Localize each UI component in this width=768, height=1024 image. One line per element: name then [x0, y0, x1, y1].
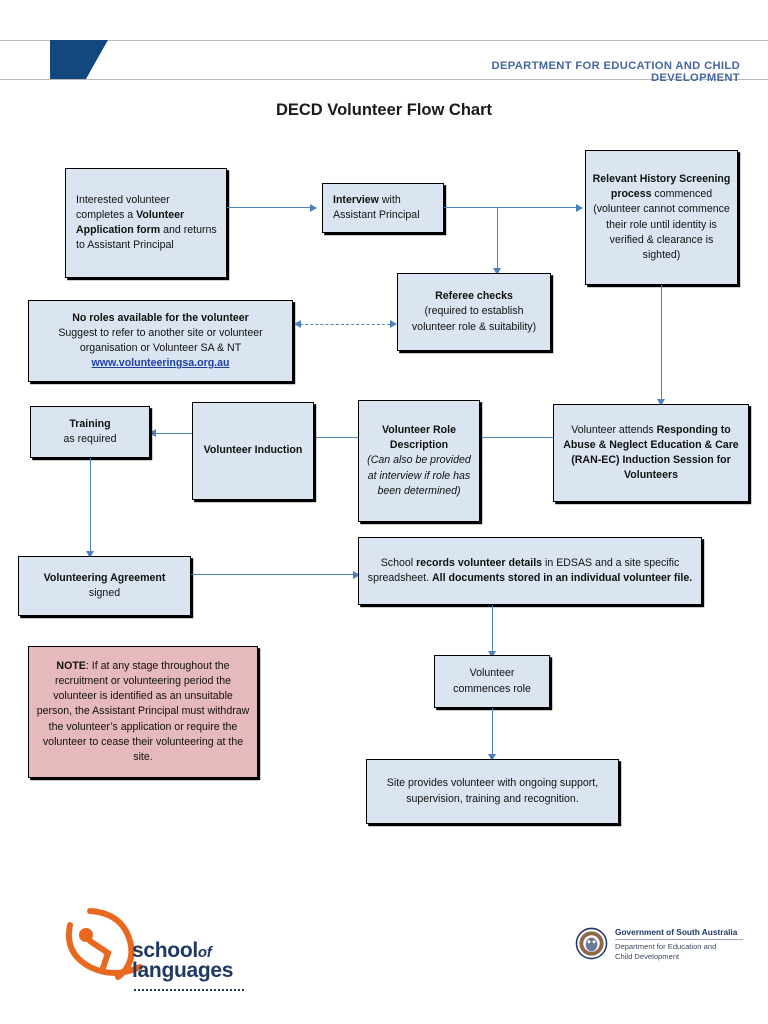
connector-role-to-induction — [314, 437, 358, 439]
connector-training-to-agreement — [90, 458, 92, 554]
sa-crest-icon — [575, 927, 608, 960]
induction-text: Volunteer Induction — [203, 444, 303, 457]
arrowhead-dashed-right — [390, 320, 397, 328]
gov-logo-lines: Department for Education and Child Devel… — [615, 942, 716, 962]
node-ongoing-support: Site provides volunteer with ongoing sup… — [366, 759, 619, 824]
connector-commences-to-support — [492, 708, 494, 757]
interview-text: Interview with Assistant Principal — [333, 193, 420, 221]
gov-logo-line1: Government of South Australia — [615, 927, 738, 937]
header-rule-top — [0, 40, 768, 41]
ongoing-support-text: Site provides volunteer with ongoing sup… — [386, 777, 599, 805]
arrowhead-training-to-agreement — [86, 551, 94, 558]
volunteering-sa-link[interactable]: www.volunteeringsa.org.au — [91, 357, 230, 370]
connector-interview-to-history — [444, 207, 578, 209]
connector-interested-to-interview — [227, 207, 312, 209]
connector-ranec-to-role — [481, 437, 553, 439]
arrowhead-dashed-left — [294, 320, 301, 328]
gov-logo-divider — [615, 939, 743, 940]
header-rule-bottom — [0, 79, 768, 80]
school-of-languages-logo: schoolof languages — [60, 905, 245, 1000]
node-relevant-history: Relevant History Screening process comme… — [585, 150, 738, 285]
node-ran-ec-induction: Volunteer attends Responding to Abuse & … — [553, 404, 749, 502]
node-interested-volunteer: Interested volunteer completes a Volunte… — [65, 168, 227, 278]
brand-shape-icon — [50, 40, 108, 79]
arrowhead-records-to-commences — [488, 651, 496, 658]
gov-logo-line2: Department for Education and — [615, 942, 717, 951]
government-of-south-australia-logo: Government of South Australia Department… — [575, 925, 750, 973]
role-description-text: Volunteer Role Description(Can also be p… — [367, 424, 471, 497]
node-volunteer-role-description: Volunteer Role Description(Can also be p… — [358, 400, 480, 522]
connector-interview-to-referee — [497, 207, 499, 271]
records-text: School records volunteer details in EDSA… — [367, 556, 693, 584]
connector-history-to-ranec — [661, 285, 663, 402]
commences-text: Volunteer commences role — [453, 667, 531, 695]
node-volunteer-induction: Volunteer Induction — [192, 402, 314, 500]
arrowhead-history-to-ranec — [657, 399, 665, 406]
arrowhead-induction-to-training — [149, 429, 156, 437]
node-interview: Interview with Assistant Principal — [322, 183, 444, 233]
referee-checks-text: Referee checks(required to establish vol… — [411, 290, 537, 333]
logo-dotted-rule — [134, 989, 244, 991]
connector-records-to-commences — [492, 605, 494, 654]
gov-logo-line3: Child Development — [615, 952, 680, 962]
node-referee-checks: Referee checks(required to establish vol… — [397, 273, 551, 351]
node-school-records: School records volunteer details in EDSA… — [358, 537, 702, 605]
department-label: DEPARTMENT FOR EDUCATION AND CHILD DEVEL… — [491, 60, 740, 84]
page-title: DECD Volunteer Flow Chart — [275, 101, 493, 119]
arrowhead-interested-to-interview — [310, 203, 317, 212]
node-note: NOTE: If at any stage throughout the rec… — [28, 646, 258, 778]
relevant-history-text: Relevant History Screening process comme… — [592, 173, 731, 261]
ran-ec-text: Volunteer attends Responding to Abuse & … — [563, 423, 739, 482]
arrowhead-interview-to-history — [576, 203, 583, 212]
node-volunteer-commences-role: Volunteer commences role — [434, 655, 550, 708]
connector-induction-to-training — [155, 433, 192, 435]
arrowhead-interview-to-referee — [493, 268, 501, 275]
logo-word-school: school — [132, 939, 198, 962]
running-figure-icon — [66, 908, 143, 980]
note-text: NOTE: If at any stage throughout the rec… — [36, 660, 250, 763]
arrowhead-agreement-to-records — [353, 570, 360, 579]
interested-volunteer-text: Interested volunteer completes a Volunte… — [76, 193, 217, 252]
connector-no-roles-referee — [300, 324, 390, 325]
school-of-languages-wordmark: schoolof languages — [132, 939, 234, 983]
logo-word-of: of — [197, 944, 212, 961]
arrowhead-commences-to-support — [488, 754, 496, 761]
logo-word-languages: languages — [132, 959, 234, 983]
connector-agreement-to-records — [191, 574, 355, 576]
